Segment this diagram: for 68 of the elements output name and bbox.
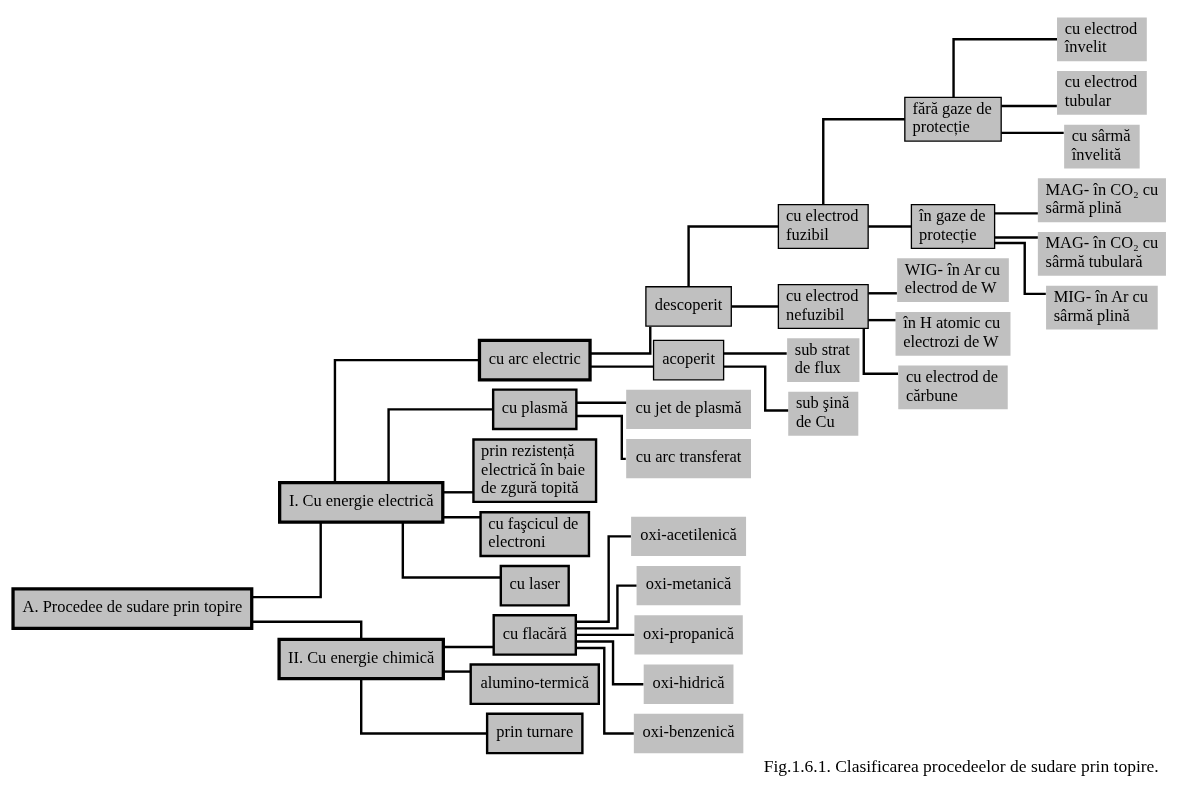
connector	[576, 646, 634, 735]
connector	[1001, 131, 1064, 134]
node-box: cu laser	[499, 564, 570, 607]
connector	[822, 117, 905, 204]
connector	[443, 669, 471, 673]
node-box: cu flacără	[492, 613, 577, 656]
node-box: MIG- în Ar cu sârmă plină	[1046, 285, 1158, 329]
node-box: cu electrod fuzibil	[777, 203, 869, 249]
connector	[590, 364, 654, 368]
node-box: sub şină de Cu	[788, 391, 859, 436]
connector	[723, 364, 789, 412]
connector	[576, 534, 631, 623]
connector	[576, 633, 635, 636]
node-box: I. Cu energie electrică	[278, 480, 445, 524]
node-box: în H atomic cu electrozi de W	[895, 311, 1011, 356]
connector	[994, 241, 1046, 295]
node-box: oxi-hidrică	[643, 663, 734, 704]
node-box: oxi-acetilenică	[631, 516, 747, 556]
connector	[401, 522, 501, 579]
connector	[868, 224, 912, 228]
connector	[868, 291, 897, 294]
connector	[952, 37, 1057, 97]
node-box: acoperit	[652, 339, 725, 380]
connector	[590, 326, 652, 355]
node-box: cu electrod nefuzibil	[777, 283, 869, 329]
connector	[576, 414, 626, 460]
node-box: cu sârmă învelită	[1064, 124, 1140, 168]
connector	[387, 407, 493, 483]
connector	[868, 318, 896, 321]
connector	[1001, 104, 1057, 107]
connector	[442, 490, 474, 493]
caption: Fig.1.6.1. Clasificarea procedeelor de sudare prin topire.	[763, 755, 1159, 776]
node-box: prin turnare	[485, 712, 584, 754]
node-box: cu arc electric	[477, 338, 592, 381]
node-box: II. Cu energie chimică	[277, 637, 445, 680]
connector	[442, 515, 481, 518]
node-box: MAG- în CO₂ cu sârmă tubulară	[1037, 231, 1166, 276]
connector	[360, 678, 487, 735]
connector	[576, 639, 644, 685]
node-box: prin rezistență electrică în baie de zgură topită	[472, 437, 598, 503]
node-box: sub strat de flux	[787, 337, 860, 382]
connector	[687, 224, 779, 287]
node-box: oxi-metanică	[636, 565, 741, 605]
connector	[252, 522, 322, 598]
node-box: MAG- în CO₂ cu sârmă plină	[1037, 177, 1166, 222]
node-box: cu electrod tubular	[1057, 70, 1147, 115]
node-box: oxi-benzenică	[633, 713, 744, 753]
node-box: cu faşcicul de electroni	[479, 510, 591, 557]
connector	[576, 401, 627, 404]
connector	[862, 328, 898, 375]
node-box: cu arc transferat	[626, 438, 751, 478]
connector	[333, 358, 480, 483]
node-box: cu jet de plasmă	[626, 389, 751, 429]
node-box: în gaze de protecție	[910, 203, 996, 249]
node-box: alumino-termică	[469, 662, 600, 705]
node-box: cu electrod învelit	[1057, 16, 1147, 61]
node-box: descoperit	[645, 285, 732, 327]
connector	[724, 351, 787, 355]
node-box: cu electrod de cărbune	[898, 365, 1008, 409]
connector	[994, 235, 1038, 239]
connector	[443, 645, 494, 648]
connector	[731, 304, 779, 308]
node-box: A. Procedee de sudare prin topire	[11, 586, 254, 630]
node-box: WIG- în Ar cu electrod de W	[897, 257, 1009, 302]
node-box: fără gaze de protecție	[904, 96, 1002, 142]
node-box: cu plasmă	[491, 387, 578, 430]
node-box: oxi-propanică	[634, 614, 743, 655]
connector	[994, 211, 1038, 215]
